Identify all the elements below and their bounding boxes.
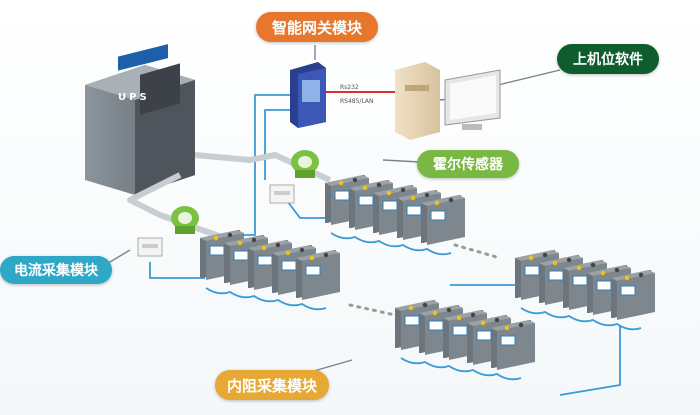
host-computer <box>395 62 501 140</box>
battery-bank <box>325 175 465 254</box>
current-module-icon <box>137 237 163 257</box>
resistance-module-label: 内阻采集模块 <box>215 370 329 400</box>
gateway-label: 智能网关模块 <box>256 12 378 42</box>
battery-bank <box>200 230 340 309</box>
battery-bank <box>515 250 655 329</box>
gateway-device <box>290 62 326 128</box>
ups-label: UPS <box>118 92 150 103</box>
current-module-label: 电流采集模块 <box>0 256 112 284</box>
current-module-icon <box>269 184 295 204</box>
ups-cabinet <box>85 44 195 195</box>
battery-bank <box>395 300 535 379</box>
rs232-label: Rs232 <box>340 84 359 91</box>
dotted-links <box>348 243 502 317</box>
rs485-label: RS485/LAN <box>340 98 374 105</box>
host-software-label: 上机位软件 <box>557 44 659 74</box>
hall-sensor-icon <box>171 206 199 234</box>
hall-sensor-label: 霍尔传感器 <box>417 150 519 178</box>
hall-sensor-icon <box>291 150 319 178</box>
